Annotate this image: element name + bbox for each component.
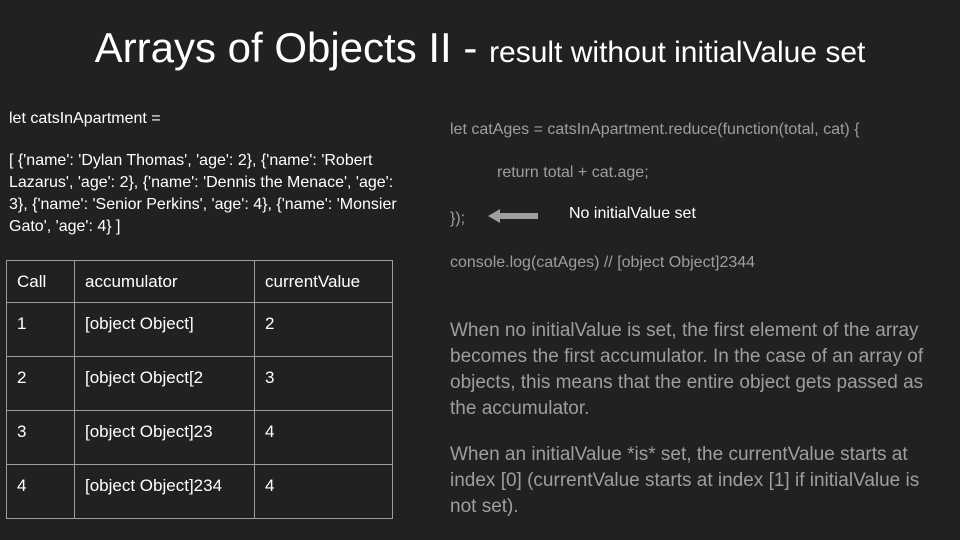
table-cell: 2 bbox=[6, 356, 75, 411]
explanation-paragraph: When no initialValue is set, the first e… bbox=[450, 320, 924, 419]
table-header-cell: Call bbox=[6, 260, 75, 303]
table-row: 2 [object Object[2 3 bbox=[6, 356, 393, 411]
console-log-line: console.log(catAges) // [object Object]2… bbox=[450, 254, 756, 271]
array-declaration: let catsInApartment = bbox=[9, 110, 161, 127]
slide-title-main: Arrays of Objects II - bbox=[94, 24, 490, 71]
table-row: 1 [object Object] 2 bbox=[6, 302, 393, 357]
table-cell: 4 bbox=[6, 464, 75, 519]
array-literal: [ {'name': 'Dylan Thomas', 'age': 2}, {'… bbox=[9, 152, 397, 235]
table-cell: 3 bbox=[6, 410, 75, 465]
table-cell: 2 bbox=[254, 302, 393, 357]
reduce-code-line: let catAges = catsInApartment.reduce(fun… bbox=[450, 121, 860, 138]
table-row: 3 [object Object]23 4 bbox=[6, 410, 393, 465]
reduce-calls-table: Call accumulator currentValue 1 [object … bbox=[6, 260, 393, 519]
table-cell: 1 bbox=[6, 302, 75, 357]
table-header-row: Call accumulator currentValue bbox=[6, 260, 393, 303]
reduce-close-line: }); bbox=[450, 210, 466, 227]
table-row: 4 [object Object]234 4 bbox=[6, 464, 393, 519]
slide-title-sub: result without initialValue set bbox=[489, 36, 866, 69]
table-header-cell: currentValue bbox=[254, 260, 393, 303]
table-cell: 4 bbox=[254, 410, 393, 465]
reduce-return-line: return total + cat.age; bbox=[497, 164, 649, 181]
slide-title: Arrays of Objects II - result without in… bbox=[0, 24, 960, 72]
table-cell: [object Object]234 bbox=[74, 464, 255, 519]
left-arrow-icon bbox=[488, 209, 538, 223]
explanation-paragraph: When an initialValue *is* set, the curre… bbox=[450, 444, 920, 517]
table-cell: 4 bbox=[254, 464, 393, 519]
table-cell: [object Object]23 bbox=[74, 410, 255, 465]
table-cell: [object Object] bbox=[74, 302, 255, 357]
table-cell: 3 bbox=[254, 356, 393, 411]
table-header-cell: accumulator bbox=[74, 260, 255, 303]
table-cell: [object Object[2 bbox=[74, 356, 255, 411]
no-initial-value-note: No initialValue set bbox=[569, 205, 696, 222]
